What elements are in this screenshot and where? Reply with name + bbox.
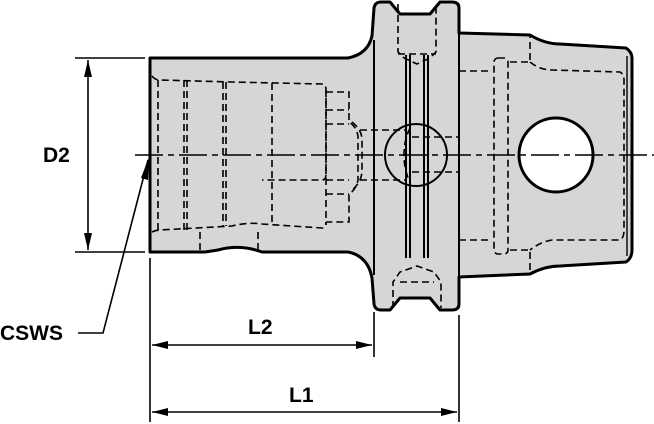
dimension-l1: L1	[152, 315, 460, 422]
l2-label: L2	[248, 316, 273, 339]
l1-label: L1	[289, 384, 314, 407]
flange-lines	[373, 4, 460, 308]
csws-label: CSWS	[0, 322, 63, 345]
body-outline	[148, 0, 634, 312]
leader-csws: CSWS	[0, 157, 149, 345]
dimension-l2: L2	[149, 258, 375, 422]
d2-label: D2	[43, 144, 70, 167]
dimension-d2: D2	[43, 57, 145, 253]
tool-body	[148, 0, 634, 312]
